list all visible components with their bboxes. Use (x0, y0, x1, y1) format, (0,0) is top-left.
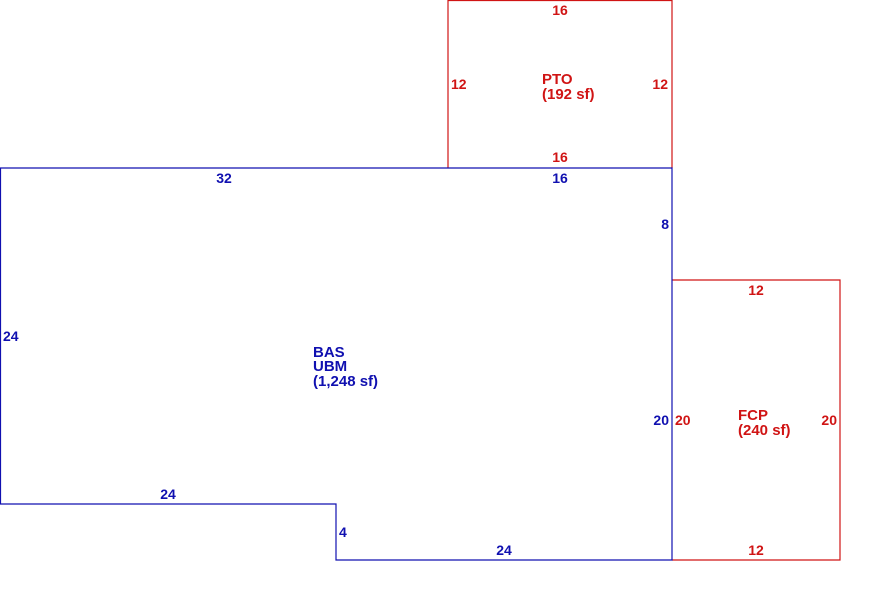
bas-right-upper-dimension: 8 (661, 216, 669, 232)
pto-bottom-dimension: 16 (552, 149, 568, 165)
pto-top-dimension: 16 (552, 2, 568, 18)
fcp-bottom-dimension: 12 (748, 542, 764, 558)
bas-bottom-right-dimension: 24 (496, 542, 512, 558)
bas-right-lower-dimension: 20 (653, 412, 669, 428)
bas-area-code: BAS (313, 344, 345, 361)
bas-left-dimension: 24 (3, 328, 19, 344)
fcp-outline (672, 279, 841, 561)
pto-area-code: PTO (542, 71, 573, 88)
pto-left-dimension: 12 (451, 76, 467, 92)
pto-outline (447, 0, 673, 168)
pto-right-dimension: 12 (652, 76, 668, 92)
bas-top-left-dimension: 32 (216, 170, 232, 186)
fcp-area-size: (240 sf) (738, 422, 791, 439)
fcp-area-code: FCP (738, 407, 768, 424)
fcp-right-dimension: 20 (821, 412, 837, 428)
bas-step-dimension: 4 (339, 524, 347, 540)
bas-area-subcode: UBM (313, 358, 347, 375)
bas-bottom-left-dimension: 24 (160, 486, 176, 502)
bas-area-size: (1,248 sf) (313, 373, 378, 390)
fcp-left-dimension: 20 (675, 412, 691, 428)
pto-area-size: (192 sf) (542, 86, 595, 103)
fcp-top-dimension: 12 (748, 282, 764, 298)
bas-outline (0, 167, 673, 561)
bas-top-right-dimension: 16 (552, 170, 568, 186)
